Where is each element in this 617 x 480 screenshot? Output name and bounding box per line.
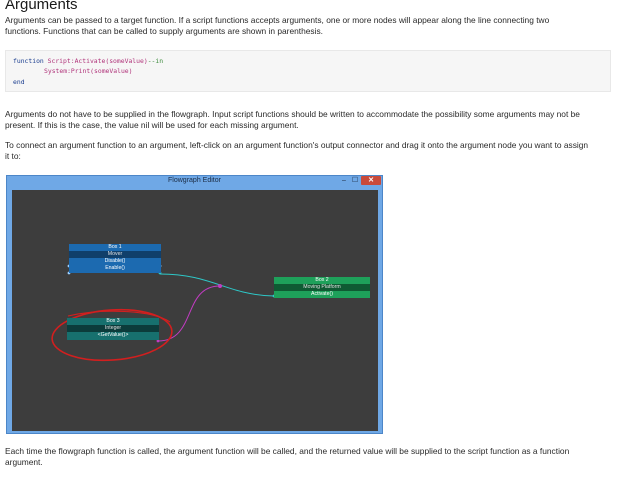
code-keyword-function: function xyxy=(13,57,44,65)
node-box-2-title: Box 2 xyxy=(315,277,329,283)
node-box-3-getvalue[interactable]: <GetValue()> xyxy=(97,332,129,338)
intro-line-2: functions. Functions that can be called … xyxy=(5,26,323,36)
code-line-3: end xyxy=(13,78,25,86)
node-box-1[interactable]: Box 1 Mover Disable() Enable() xyxy=(69,244,161,273)
node-box-1-subtitle: Mover xyxy=(69,251,161,258)
outro-line-1: Each time the flowgraph function is call… xyxy=(5,446,570,456)
node-box-1-enable[interactable]: Enable() xyxy=(105,265,125,271)
node-box-1-title: Box 1 xyxy=(108,244,122,250)
wire-enable-to-activate xyxy=(159,273,275,297)
argument-node[interactable] xyxy=(218,284,222,288)
maximize-button[interactable]: ☐ xyxy=(351,177,359,184)
code-print-call: System:Print(someValue) xyxy=(44,67,133,75)
intro-line-1: Arguments can be passed to a target func… xyxy=(5,15,550,25)
node-box-2-activate[interactable]: Activate() xyxy=(311,291,333,297)
code-comment: --in xyxy=(147,57,164,65)
connection-wires xyxy=(51,264,276,362)
flowgraph-editor-window: Flowgraph Editor – ☐ ✕ Box 1 Mover Disab… xyxy=(6,175,383,434)
window-title: Flowgraph Editor xyxy=(168,177,221,184)
minimize-button[interactable]: – xyxy=(342,177,346,184)
outro-line-2: argument. xyxy=(5,457,43,467)
para2-line-1: Arguments do not have to be supplied in … xyxy=(5,109,580,119)
code-line-1: function Script:Activate(someValue)--in xyxy=(13,57,163,65)
node-box-2-subtitle: Moving Platform xyxy=(274,284,370,291)
node-box-3-subtitle: Integer xyxy=(67,325,159,332)
para3-line-2: it to: xyxy=(5,151,21,161)
node-box-3[interactable]: Box 3 Integer <GetValue()> xyxy=(67,318,159,340)
code-keyword-end: end xyxy=(13,78,25,86)
flowgraph-canvas[interactable]: Box 1 Mover Disable() Enable() Box 2 Mov… xyxy=(12,190,378,431)
code-line-2: System:Print(someValue) xyxy=(44,67,133,75)
para2-line-2: present. If this is the case, the value … xyxy=(5,120,299,130)
code-block: function Script:Activate(someValue)--in … xyxy=(5,50,611,92)
node-box-3-title: Box 3 xyxy=(106,318,120,324)
page-heading: Arguments xyxy=(5,0,78,13)
para3-line-1: To connect an argument function to an ar… xyxy=(5,140,589,150)
code-function-name: Script:Activate(someValue) xyxy=(47,57,148,65)
close-button[interactable]: ✕ xyxy=(361,176,381,185)
box3-getvalue-output[interactable] xyxy=(156,339,160,343)
node-box-1-disable[interactable]: Disable() xyxy=(104,258,126,264)
node-box-2[interactable]: Box 2 Moving Platform Activate() xyxy=(274,277,370,298)
wire-getvalue-to-argument xyxy=(157,285,221,342)
window-titlebar[interactable]: Flowgraph Editor – ☐ ✕ xyxy=(7,176,382,188)
